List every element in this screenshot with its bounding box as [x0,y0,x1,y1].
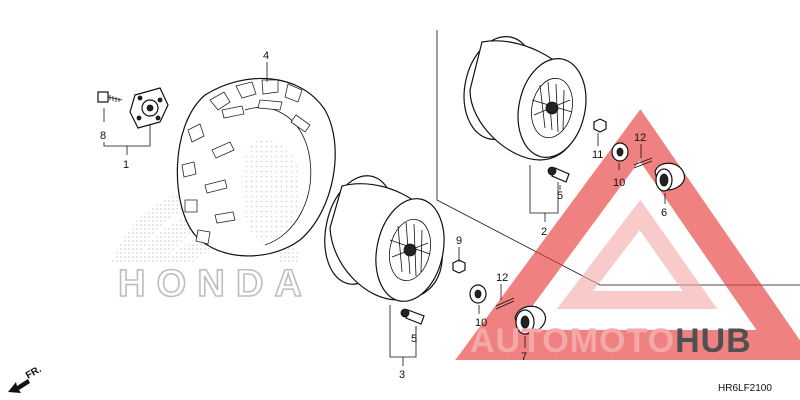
hub-bolt [97,91,123,103]
hub-cap-7 [514,305,547,335]
upper-valve-stem [547,166,570,183]
lower-valve-stem [400,308,425,325]
watermark-text-dark: HUB [675,322,752,360]
hub-cap-6 [654,162,686,192]
callout-8: 8 [100,130,106,142]
direction-label: FR. [24,364,44,382]
callout-11: 11 [592,149,603,161]
automotohub-triangle-logo [455,109,800,360]
upper-washer-nut [611,142,629,162]
callout-10-upper: 10 [613,177,625,189]
callout-12-lower: 12 [496,272,508,284]
watermark-text-colored: AUTOMOTO [470,322,675,360]
callout-3: 3 [399,369,405,381]
wheel-hub-plate [129,87,169,129]
callout-5-upper: 5 [557,190,563,202]
leader-lines [103,62,666,366]
callout-7: 7 [521,351,527,363]
diagram-code: HR6LF2100 [718,383,772,394]
upper-nut [593,118,607,133]
callout-4: 4 [263,50,269,62]
callout-2: 2 [541,226,547,238]
upper-cotter-pin [633,157,653,169]
front-direction-arrow: FR. [8,364,44,393]
upper-wheel-rim [463,36,587,161]
callout-6: 6 [661,207,667,219]
rear-tire [176,77,336,257]
callout-12-upper: 12 [634,132,646,144]
callout-1: 1 [123,159,129,171]
lower-wheel-rim [324,175,445,302]
callout-9: 9 [456,235,462,247]
lower-cotter-pin [495,297,515,310]
callout-10-lower: 10 [475,317,487,329]
automotohub-watermark: AUTOMOTOHUB [470,322,752,360]
callout-5-lower: 5 [411,333,417,345]
lower-washer-nut [469,284,487,304]
honda-brand-watermark: HONDA [118,263,308,305]
